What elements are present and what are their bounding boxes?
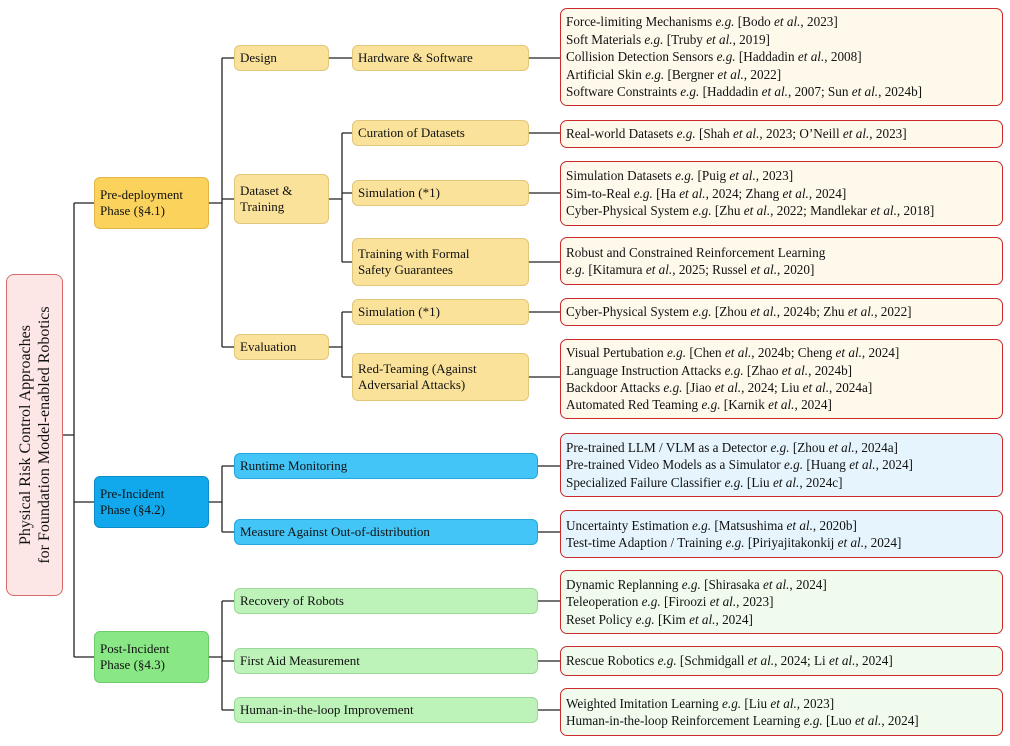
subcategory-hardware-software: Hardware & Software xyxy=(352,45,529,71)
subcategory-red-teaming-label: Red-Teaming (Against Adversarial Attacks… xyxy=(358,361,477,392)
category-recovery: Recovery of Robots xyxy=(234,588,538,614)
subcategory-hardware-software-label: Hardware & Software xyxy=(358,50,473,65)
leaf-box-simulation-training: Simulation Datasets e.g. [Puig et al., 2… xyxy=(560,161,1003,226)
root-label: Physical Risk Control Approaches for Fou… xyxy=(16,306,53,564)
category-runtime-monitoring: Runtime Monitoring xyxy=(234,453,538,479)
leaf-box-recovery: Dynamic Replanning e.g. [Shirasaka et al… xyxy=(560,570,1003,634)
leaf-lines: Weighted Imitation Learning e.g. [Liu et… xyxy=(566,695,919,730)
subcategory-curation: Curation of Datasets xyxy=(352,120,529,146)
phase-post-incident-label: Post-Incident Phase (§4.3) xyxy=(100,641,170,672)
subcategory-formal-safety-label: Training with Formal Safety Guarantees xyxy=(358,246,470,277)
leaf-reference-line: Force-limiting Mechanisms e.g. [Bodo et … xyxy=(566,14,838,30)
category-design: Design xyxy=(234,45,329,71)
edge-postincident-categories xyxy=(209,600,234,711)
leaf-lines: Pre-trained LLM / VLM as a Detector e.g.… xyxy=(566,439,913,491)
category-first-aid: First Aid Measurement xyxy=(234,648,538,674)
leaf-lines: Robust and Constrained Reinforcement Lea… xyxy=(566,244,825,279)
leaf-box-formal-safety: Robust and Constrained Reinforcement Lea… xyxy=(560,237,1003,285)
subcategory-curation-label: Curation of Datasets xyxy=(358,125,465,140)
category-hitl-label: Human-in-the-loop Improvement xyxy=(240,702,414,717)
subcategory-simulation-evaluation: Simulation (*1) xyxy=(352,299,529,325)
category-measure-ood-label: Measure Against Out-of-distribution xyxy=(240,524,430,539)
leaf-reference-line: Sim-to-Real e.g. [Ha et al., 2024; Zhang… xyxy=(566,185,847,201)
leaf-reference-line: Pre-trained LLM / VLM as a Detector e.g.… xyxy=(566,439,898,455)
leaf-box-hardware-software: Force-limiting Mechanisms e.g. [Bodo et … xyxy=(560,8,1003,106)
phase-pre-incident-label: Pre-Incident Phase (§4.2) xyxy=(100,486,165,517)
leaf-box-first-aid: Rescue Robotics e.g. [Schmidgall et al.,… xyxy=(560,646,1003,676)
leaf-reference-line: Cyber-Physical System e.g. [Zhou et al.,… xyxy=(566,304,912,320)
leaf-reference-line: Real-world Datasets e.g. [Shah et al., 2… xyxy=(566,126,907,142)
leaf-reference-line: Software Constraints e.g. [Haddadin et a… xyxy=(566,84,923,100)
leaf-reference-line: Rescue Robotics e.g. [Schmidgall et al.,… xyxy=(566,653,893,669)
edge-predeploy-categories xyxy=(209,57,234,348)
phase-pre-deployment-label: Pre-deployment Phase (§4.1) xyxy=(100,187,184,218)
phase-pre-deployment: Pre-deployment Phase (§4.1) xyxy=(94,177,209,229)
leaf-reference-line: Uncertainty Estimation e.g. [Matsushima … xyxy=(566,517,857,533)
leaf-lines: Dynamic Replanning e.g. [Shirasaka et al… xyxy=(566,576,827,628)
leaf-lines: Rescue Robotics e.g. [Schmidgall et al.,… xyxy=(566,652,893,669)
edge-postincident-leaves xyxy=(538,600,560,711)
leaf-box-simulation-evaluation: Cyber-Physical System e.g. [Zhou et al.,… xyxy=(560,298,1003,326)
edge-subcats-leaves xyxy=(529,57,560,378)
leaf-box-curation: Real-world Datasets e.g. [Shah et al., 2… xyxy=(560,120,1003,148)
leaf-box-measure-ood: Uncertainty Estimation e.g. [Matsushima … xyxy=(560,510,1003,558)
leaf-reference-line: Artificial Skin e.g. [Bergner et al., 20… xyxy=(566,66,782,82)
category-dataset-training: Dataset & Training xyxy=(234,174,329,224)
leaf-lines: Force-limiting Mechanisms e.g. [Bodo et … xyxy=(566,13,922,100)
leaf-reference-line: Simulation Datasets e.g. [Puig et al., 2… xyxy=(566,168,794,184)
category-first-aid-label: First Aid Measurement xyxy=(240,653,360,668)
leaf-box-runtime-monitoring: Pre-trained LLM / VLM as a Detector e.g.… xyxy=(560,433,1003,497)
leaf-box-red-teaming: Visual Pertubation e.g. [Chen et al., 20… xyxy=(560,339,1003,419)
category-evaluation: Evaluation xyxy=(234,334,329,360)
leaf-reference-line: e.g. [Kitamura et al., 2025; Russel et a… xyxy=(566,262,815,277)
category-measure-ood: Measure Against Out-of-distribution xyxy=(234,519,538,545)
root-node: Physical Risk Control Approaches for Fou… xyxy=(6,274,63,596)
leaf-reference-line: Cyber-Physical System e.g. [Zhu et al., … xyxy=(566,203,935,219)
leaf-reference-line: Language Instruction Attacks e.g. [Zhao … xyxy=(566,362,853,378)
leaf-reference-line: Human-in-the-loop Reinforcement Learning… xyxy=(566,713,919,728)
leaf-reference-line: Collision Detection Sensors e.g. [Haddad… xyxy=(566,49,862,65)
leaf-reference-line: Robust and Constrained Reinforcement Lea… xyxy=(566,244,826,260)
category-runtime-monitoring-label: Runtime Monitoring xyxy=(240,458,348,473)
subcategory-formal-safety: Training with Formal Safety Guarantees xyxy=(352,238,529,286)
leaf-lines: Visual Pertubation e.g. [Chen et al., 20… xyxy=(566,344,899,414)
edge-dataset-subcats xyxy=(329,132,352,263)
phase-pre-incident: Pre-Incident Phase (§4.2) xyxy=(94,476,209,528)
leaf-reference-line: Visual Pertubation e.g. [Chen et al., 20… xyxy=(566,345,900,361)
leaf-box-hitl: Weighted Imitation Learning e.g. [Liu et… xyxy=(560,688,1003,736)
leaf-reference-line: Soft Materials e.g. [Truby et al., 2019] xyxy=(566,31,770,47)
phase-post-incident: Post-Incident Phase (§4.3) xyxy=(94,631,209,683)
leaf-reference-line: Specialized Failure Classifier e.g. [Liu… xyxy=(566,474,843,490)
leaf-lines: Uncertainty Estimation e.g. [Matsushima … xyxy=(566,517,901,552)
edge-preincident-categories xyxy=(209,465,234,533)
leaf-reference-line: Teleoperation e.g. [Firoozi et al., 2023… xyxy=(566,594,774,610)
edge-preincident-leaves xyxy=(538,465,560,533)
category-hitl: Human-in-the-loop Improvement xyxy=(234,697,538,723)
leaf-reference-line: Automated Red Teaming e.g. [Karnik et al… xyxy=(566,397,832,413)
subcategory-simulation-training: Simulation (*1) xyxy=(352,180,529,206)
leaf-reference-line: Weighted Imitation Learning e.g. [Liu et… xyxy=(566,695,835,711)
leaf-lines: Real-world Datasets e.g. [Shah et al., 2… xyxy=(566,125,907,142)
leaf-reference-line: Dynamic Replanning e.g. [Shirasaka et al… xyxy=(566,576,827,592)
edge-eval-subcats xyxy=(329,311,352,378)
category-recovery-label: Recovery of Robots xyxy=(240,593,344,608)
subcategory-simulation-evaluation-label: Simulation (*1) xyxy=(358,304,440,319)
leaf-reference-line: Backdoor Attacks e.g. [Jiao et al., 2024… xyxy=(566,380,873,395)
leaf-reference-line: Pre-trained Video Models as a Simulator … xyxy=(566,457,913,473)
edge-root-phases xyxy=(63,202,94,658)
category-design-label: Design xyxy=(240,50,277,65)
leaf-lines: Simulation Datasets e.g. [Puig et al., 2… xyxy=(566,167,934,219)
category-evaluation-label: Evaluation xyxy=(240,339,297,354)
category-dataset-training-label: Dataset & Training xyxy=(240,183,293,214)
leaf-reference-line: Reset Policy e.g. [Kim et al., 2024] xyxy=(566,611,753,627)
leaf-reference-line: Test-time Adaption / Training e.g. [Piri… xyxy=(566,535,902,550)
subcategory-simulation-training-label: Simulation (*1) xyxy=(358,185,440,200)
leaf-lines: Cyber-Physical System e.g. [Zhou et al.,… xyxy=(566,303,912,320)
subcategory-red-teaming: Red-Teaming (Against Adversarial Attacks… xyxy=(352,353,529,401)
